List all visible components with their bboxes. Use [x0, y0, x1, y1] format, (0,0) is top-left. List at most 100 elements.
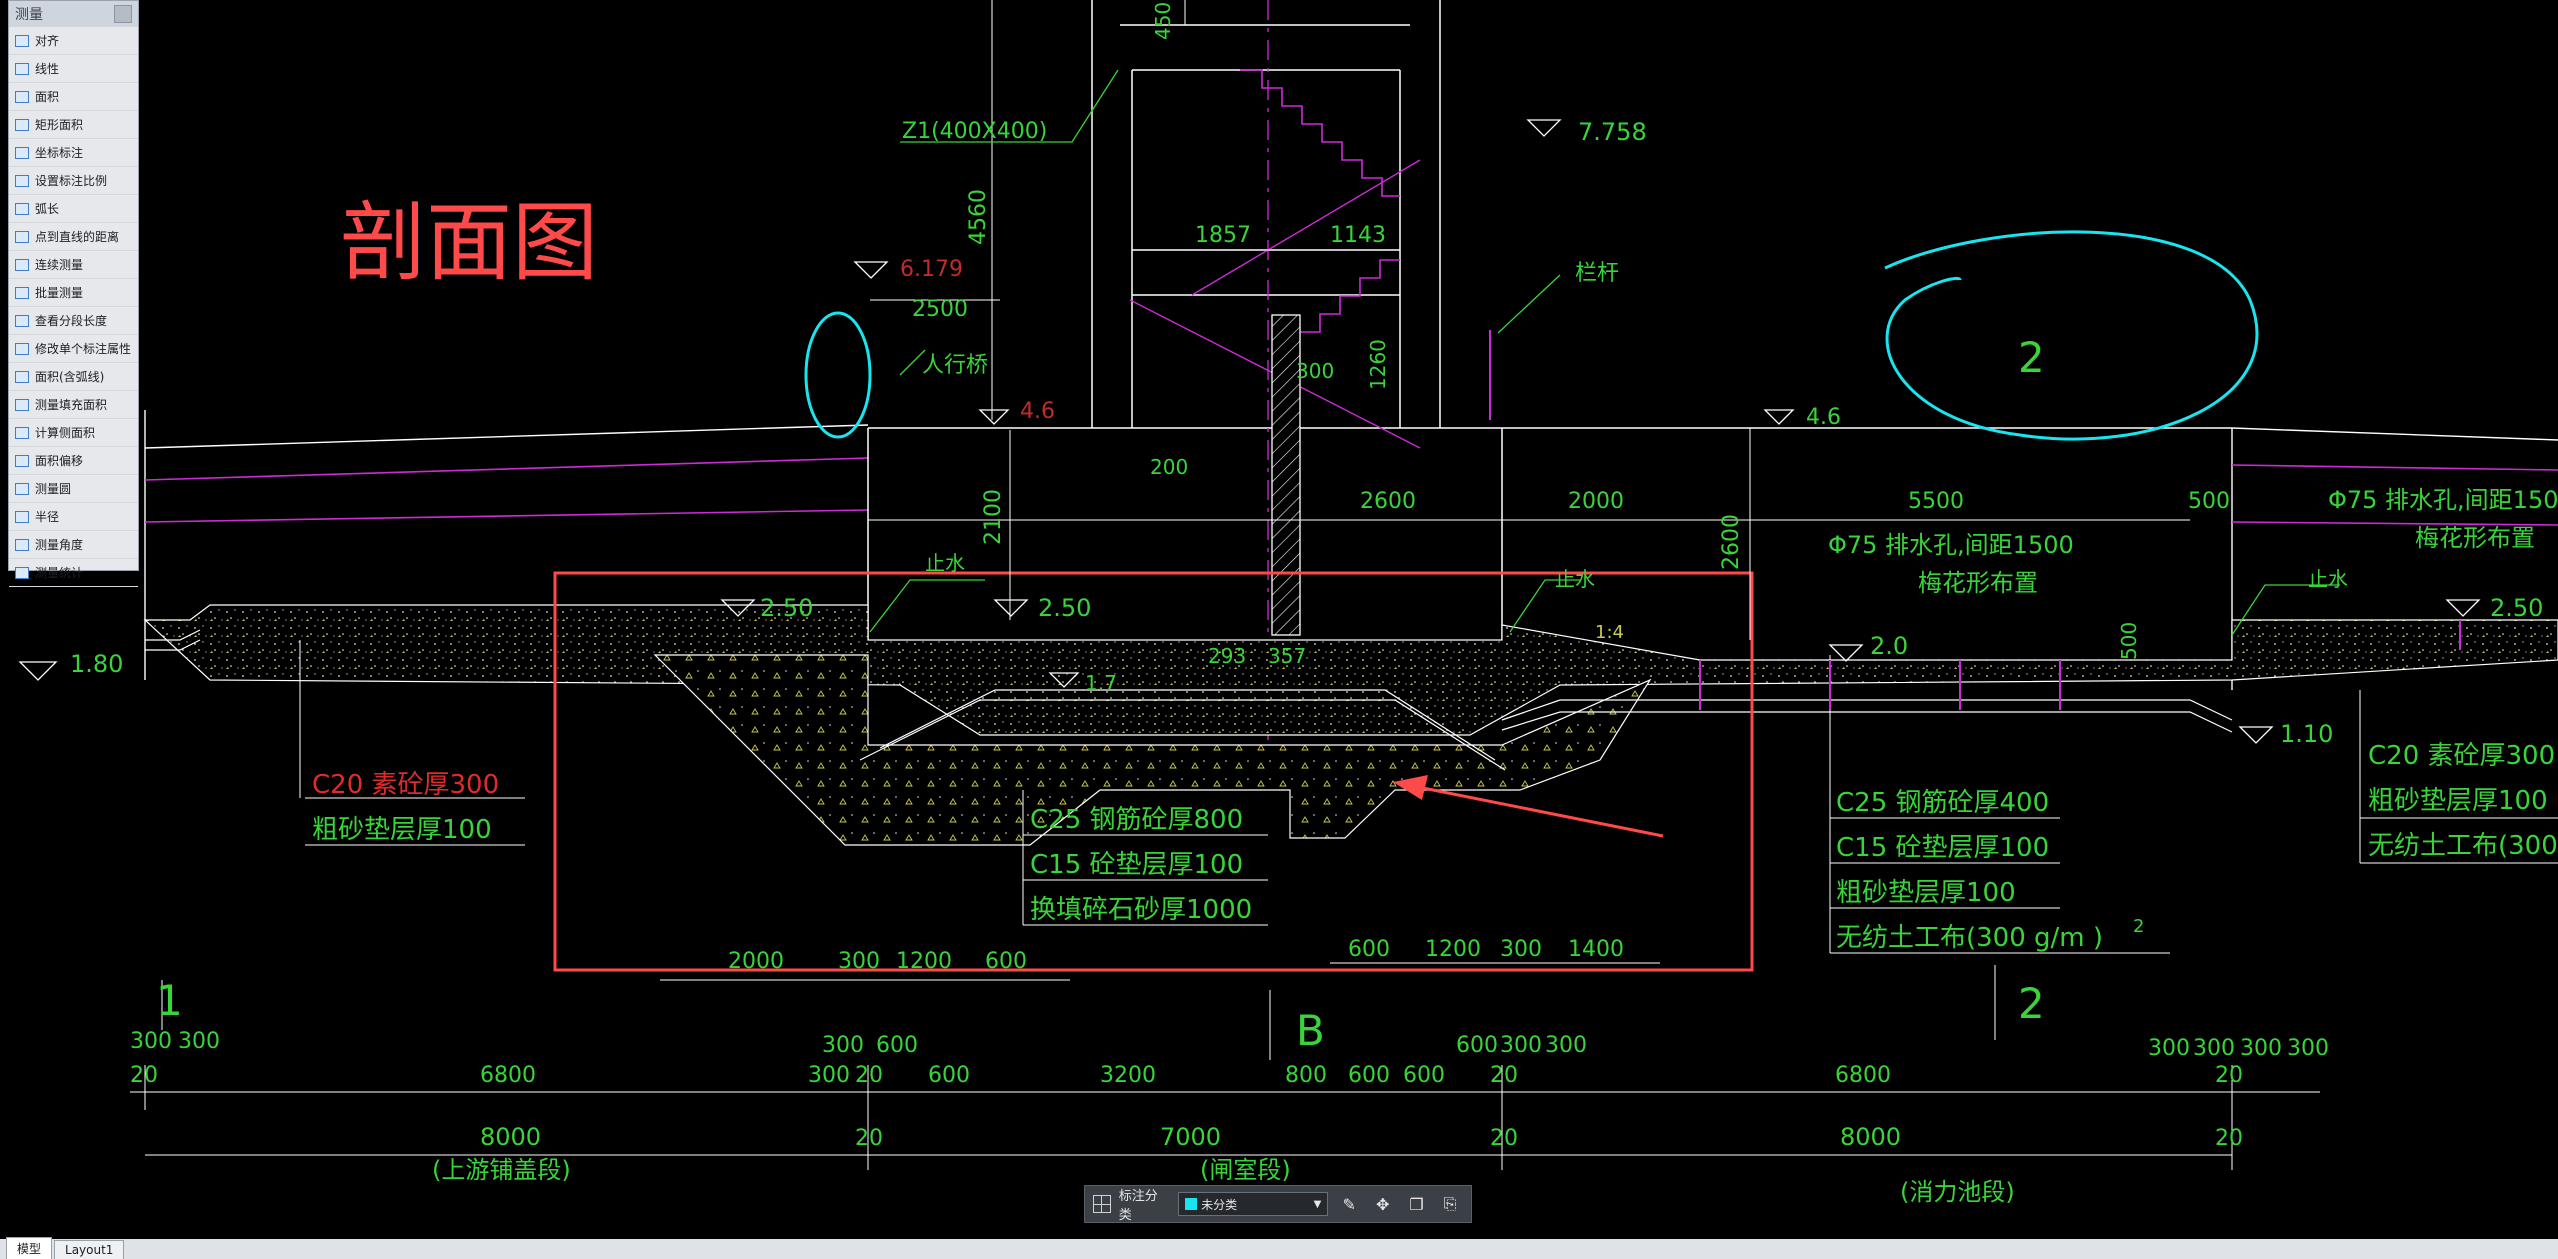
label-drain-mid-1: Φ75 排水孔,间距1500 [1828, 531, 2074, 559]
measure-area-arc[interactable]: 面积(含弧线) [9, 363, 138, 391]
measure-item-label: 查看分段长度 [35, 314, 108, 328]
paste-icon[interactable]: ⎘ [1443, 1194, 1457, 1213]
segment-gate: (闸室段) [1200, 1156, 1291, 1184]
annotation-category-label: 标注分类 [1118, 1189, 1158, 1223]
side-area-icon [15, 426, 29, 439]
dim-b-2000: 2000 [728, 949, 784, 974]
grid-icon[interactable] [1093, 1195, 1111, 1213]
note-center-1: C15 砼垫层厚100 [1030, 850, 1243, 880]
label-drain-right-1: Φ75 排水孔,间距1500 [2328, 486, 2558, 514]
linear-icon [15, 62, 29, 75]
rect-area-icon [15, 118, 29, 131]
coordinate-icon [15, 146, 29, 159]
segment-upstream: (上游铺盖段) [432, 1156, 571, 1184]
dim-row1-10: 300 [2287, 1036, 2329, 1061]
measure-edit-dim[interactable]: 修改单个标注属性 [9, 335, 138, 363]
note-far-right-0: C20 素砼厚300 [2368, 741, 2555, 771]
note-right-3: 无纺土工布(300 g/m ) [1836, 923, 2103, 953]
measure-area[interactable]: 面积 [9, 83, 138, 111]
segment-icon [15, 314, 29, 327]
measure-fill-area[interactable]: 测量填充面积 [9, 391, 138, 419]
annotation-category-select[interactable]: 未分类 ▼ [1178, 1192, 1329, 1216]
hatched-wall [1271, 314, 1301, 636]
dim-row1-9: 300 [2240, 1036, 2282, 1061]
chevron-down-icon: ▼ [1313, 1198, 1322, 1210]
measure-item-label: 线性 [35, 62, 60, 76]
stair [1240, 69, 1400, 197]
dim-293: 293 [1208, 644, 1246, 668]
measure-set-scale[interactable]: 设置标注比例 [9, 167, 138, 195]
label-sec-1: 1 [156, 976, 183, 1025]
edit-dim-icon [15, 342, 29, 355]
measure-item-label: 弧长 [35, 202, 60, 216]
dim-2100: 2100 [981, 489, 1006, 545]
dim-1857: 1857 [1195, 223, 1251, 248]
measure-item-label: 点到直线的距离 [35, 230, 120, 244]
edit-icon[interactable]: ✎ [1342, 1194, 1356, 1214]
measure-panel: 测量 对齐 线性 面积 矩形面积 坐标标注 设置标注比例 弧长 点到直线的距离 … [8, 0, 139, 587]
label-elev-6179: 6.179 [900, 257, 963, 282]
stair-rail [1191, 159, 1421, 296]
measure-linear[interactable]: 线性 [9, 55, 138, 83]
measure-item-label: 测量角度 [35, 538, 84, 552]
measure-item-label: 半径 [35, 510, 60, 524]
measure-coordinate[interactable]: 坐标标注 [9, 139, 138, 167]
dim-450: 450 [1151, 2, 1175, 40]
dim-row1-0: 300 [130, 1029, 172, 1054]
layer-lines [145, 629, 2233, 771]
dim-b-300: 300 [838, 949, 880, 974]
measure-side-area[interactable]: 计算侧面积 [9, 419, 138, 447]
dim-row3-2: 7000 [1160, 1123, 1221, 1151]
measure-circle[interactable]: 测量圆 [9, 475, 138, 503]
tab-model[interactable]: 模型 [6, 1237, 53, 1259]
label-bridge: 人行桥 [922, 353, 988, 378]
label-drain-mid-2: 梅花形布置 [1918, 569, 2038, 597]
point-line-icon [15, 230, 29, 243]
dim-row2-5: 3200 [1100, 1063, 1156, 1088]
dim-row3-1: 20 [855, 1126, 883, 1151]
label-drain-right-2: 梅花形布置 [2415, 524, 2535, 552]
note-center-2: 换填碎石砂厚1000 [1030, 895, 1252, 925]
measure-align[interactable]: 对齐 [9, 27, 138, 55]
dim-row1-6: 300 [1545, 1033, 1587, 1058]
label-stop-mid: 止水 [1555, 567, 1595, 591]
measure-item-label: 面积偏移 [35, 454, 84, 468]
dim-row3-3: 20 [1490, 1126, 1518, 1151]
measure-stats[interactable]: 测量统计 [9, 559, 138, 587]
dim-row1-7: 300 [2148, 1036, 2190, 1061]
measure-rect-area[interactable]: 矩形面积 [9, 111, 138, 139]
dim-row2-3: 20 [855, 1063, 883, 1088]
measure-point-to-line[interactable]: 点到直线的距离 [9, 223, 138, 251]
drawing-title: 剖面图 [340, 193, 598, 293]
note-left-0: C20 素砼厚300 [312, 770, 499, 800]
dim-300a: 300 [1296, 359, 1334, 383]
measure-segment-length[interactable]: 查看分段长度 [9, 307, 138, 335]
label-railing: 栏杆 [1575, 261, 1619, 286]
dim-500a: 500 [2188, 489, 2230, 514]
label-elev-46-right: 4.6 [1806, 405, 1841, 430]
area-icon [15, 90, 29, 103]
close-icon[interactable] [114, 5, 132, 23]
dim-r-300: 300 [1500, 937, 1542, 962]
fill-area-icon [15, 398, 29, 411]
measure-radius[interactable]: 半径 [9, 503, 138, 531]
stair-lower [1300, 259, 1400, 333]
dim-row2-7: 600 [1348, 1063, 1390, 1088]
measure-batch[interactable]: 批量测量 [9, 279, 138, 307]
measure-arc-length[interactable]: 弧长 [9, 195, 138, 223]
measure-area-offset[interactable]: 面积偏移 [9, 447, 138, 475]
layout-tabs: 模型 Layout1 [0, 1237, 2558, 1259]
dim-row2-4: 600 [928, 1063, 970, 1088]
dim-row3-0: 8000 [480, 1123, 541, 1151]
tab-layout1[interactable]: Layout1 [54, 1240, 125, 1259]
label-elev-7758: 7.758 [1578, 118, 1647, 146]
move-icon[interactable]: ✥ [1376, 1194, 1390, 1214]
label-elev-20: 2.0 [1870, 632, 1908, 660]
measure-panel-header[interactable]: 测量 [9, 1, 138, 27]
dim-row3-5: 20 [2215, 1126, 2243, 1151]
label-stop-right: 止水 [2308, 567, 2348, 591]
measure-angle[interactable]: 测量角度 [9, 531, 138, 559]
copy-icon[interactable]: ❐ [1409, 1194, 1424, 1214]
measure-continuous[interactable]: 连续测量 [9, 251, 138, 279]
